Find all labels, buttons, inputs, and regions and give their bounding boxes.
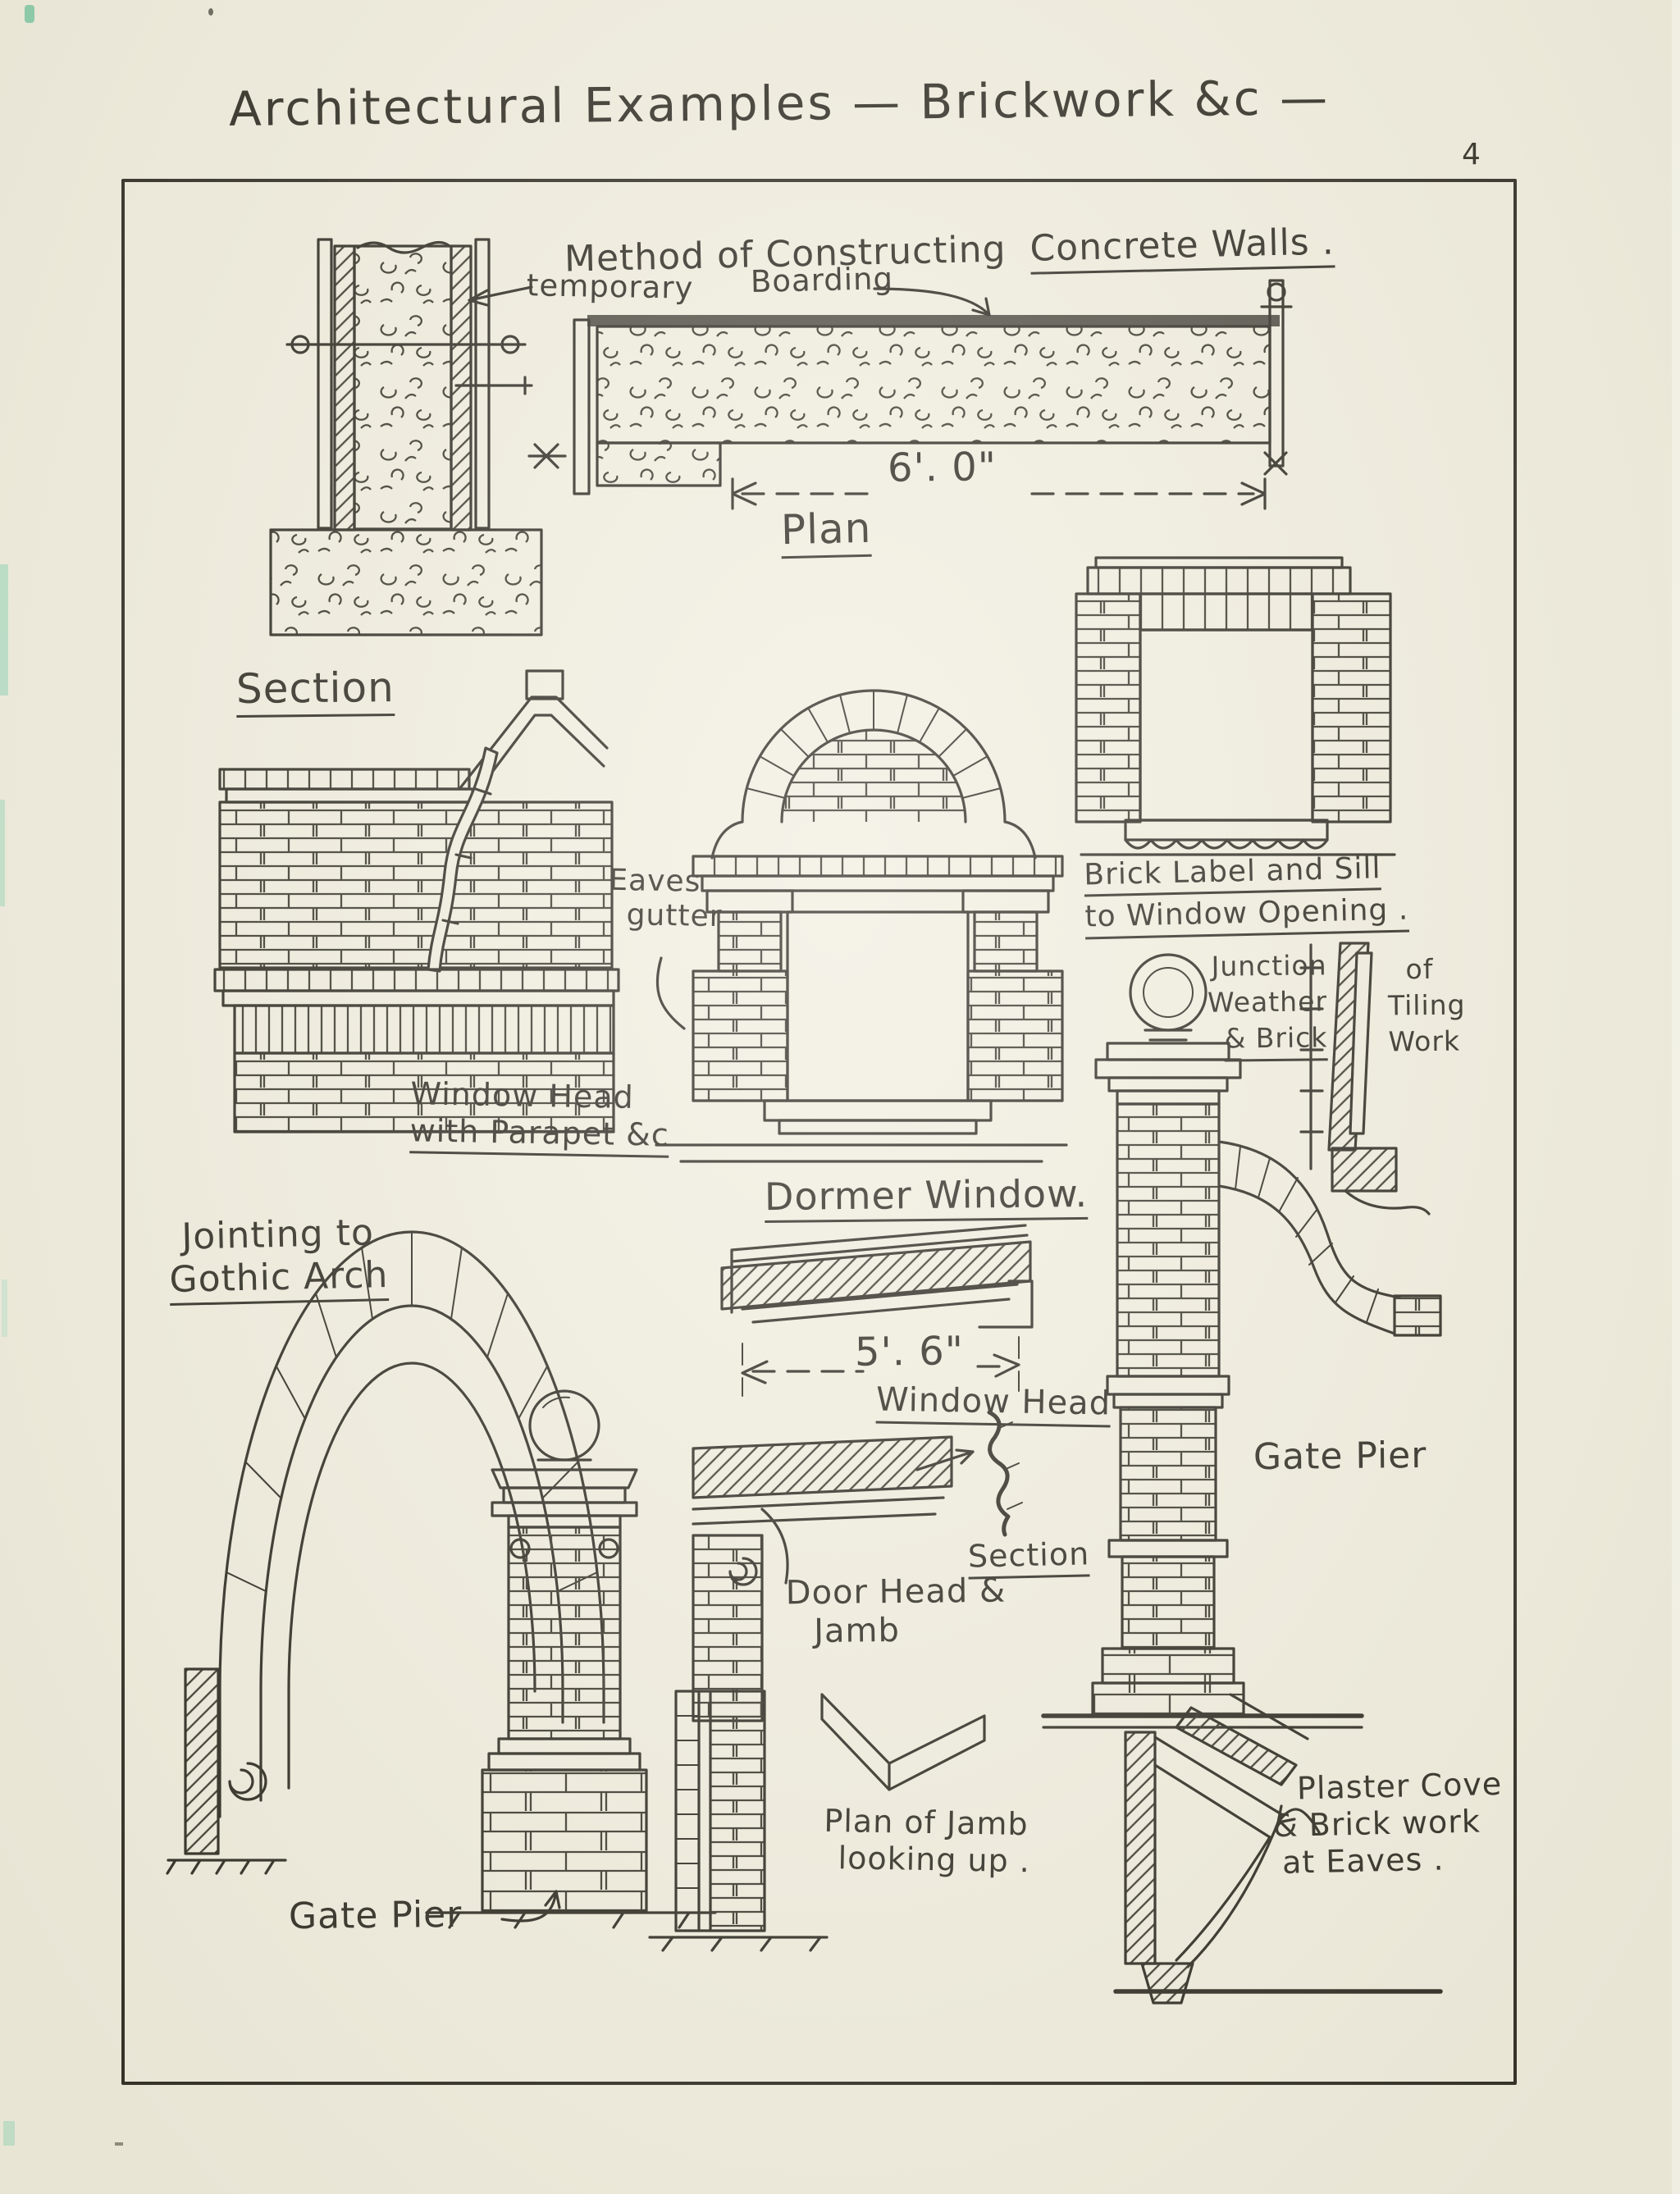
method-title-underlined: Concrete Walls . xyxy=(1029,221,1335,275)
tiling-junction-drawing xyxy=(1299,942,1431,1216)
gate-pier-center-drawing xyxy=(425,1389,717,1929)
concrete-wall-plan-drawing xyxy=(527,279,1293,510)
jamb-plan-label: Plan of Jamb looking up . xyxy=(824,1802,1031,1880)
dormer-window-drawing xyxy=(655,689,1068,1163)
jamb-plan-drawing xyxy=(820,1693,986,1791)
plaster-cove-label: Plaster Cove & Brick work at Eaves . xyxy=(1272,1765,1503,1881)
door-jamb-elevation-drawing xyxy=(648,1690,829,1952)
eaves-gutter-label: Eaves gutter xyxy=(609,863,723,934)
gate-pier-left-label: Gate Pier xyxy=(288,1893,463,1938)
of-tiling-work-label: of Tiling Work xyxy=(1387,952,1466,1058)
gate-pier-right-drawing xyxy=(1041,953,1442,1729)
junction-weather-brick-label: Junction Weather & Brick xyxy=(1207,947,1328,1062)
door-head-jamb-drawing xyxy=(692,1410,1023,1722)
brick-label-sill-drawing xyxy=(1075,556,1396,856)
plate-border-frame xyxy=(121,179,1517,2085)
door-head-jamb-label: Door Head & Jamb xyxy=(785,1571,1007,1651)
jointing-gothic-arch-label: Jointing to Gothic Arch xyxy=(168,1211,390,1306)
temporary-label: temporary xyxy=(526,267,694,306)
brick-label-sill-label: Brick Label and Sill to Window Opening . xyxy=(1083,851,1409,940)
window-head-parapet-drawing xyxy=(213,669,620,1133)
page-number: 4 xyxy=(1462,138,1481,171)
dormer-window-label: Dormer Window. xyxy=(764,1170,1089,1224)
annotation-arrows xyxy=(468,285,991,1923)
gate-pier-right-label: Gate Pier xyxy=(1253,1434,1427,1479)
window-head-dimension-label: 5'. 6" xyxy=(854,1328,965,1375)
concrete-wall-section-drawing xyxy=(269,238,543,636)
window-head-label: Window Head xyxy=(875,1380,1112,1428)
plan-label: Plan xyxy=(780,504,873,559)
plan-dimension-label: 6'. 0" xyxy=(887,444,998,491)
window-head-parapet-label: Window Head with Parapet &c xyxy=(409,1075,670,1158)
plaster-cove-drawing xyxy=(1113,1693,1443,2005)
boarding-label: Boarding xyxy=(750,261,894,299)
section-label: Section xyxy=(235,663,395,718)
window-head-56-drawing xyxy=(720,1224,1034,1397)
